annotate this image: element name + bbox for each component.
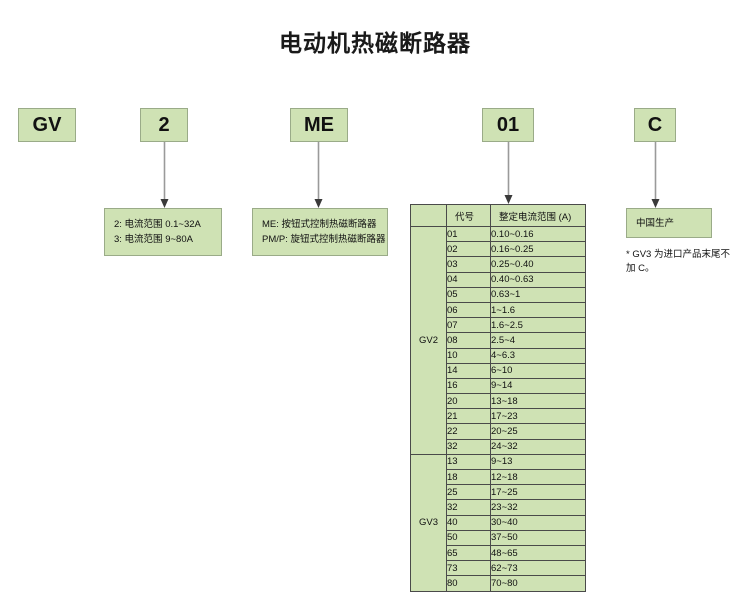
- code-box-origin-label: C: [647, 113, 663, 136]
- table-header-code: 代号: [446, 204, 491, 227]
- table-cell-group: GV2: [410, 226, 447, 455]
- table-cell-range: 37~50: [490, 529, 586, 546]
- note-origin-line-1: 中国生产: [636, 218, 675, 229]
- code-box-current-code-label: 01: [496, 113, 520, 136]
- origin-footnote: * GV3 为进口产品末尾不加 C。: [626, 249, 730, 274]
- table-header-group: [410, 204, 447, 227]
- table-cell-range: 13~18: [490, 393, 586, 410]
- code-box-control-type-label: ME: [304, 113, 334, 136]
- code-box-frame: 2: [140, 108, 188, 142]
- note-box-frame: 2: 电流范围 0.1~32A 3: 电流范围 9~80A: [104, 208, 222, 256]
- table-header-range: 整定电流范围 (A): [490, 204, 586, 227]
- table-cell-range: 12~18: [490, 468, 586, 486]
- table-cell-code: 08: [446, 332, 491, 349]
- table-cell-code: 16: [446, 377, 491, 395]
- page-title: 电动机热磁断路器: [279, 30, 471, 56]
- table-cell-code: 18: [446, 468, 491, 486]
- table-cell-code: 04: [446, 271, 491, 288]
- connector-arrow-frame: [160, 142, 169, 208]
- table-cell-code: 07: [446, 317, 491, 334]
- code-box-origin: C: [634, 108, 676, 142]
- table-cell-code: 05: [446, 286, 491, 303]
- note-control-type-line-2: PM/P: 旋钮式控制热磁断路器: [262, 234, 386, 245]
- table-cell-code: 03: [446, 256, 491, 273]
- note-frame-line-1: 2: 电流范围 0.1~32A: [114, 219, 201, 230]
- table-cell-range: 9~13: [490, 453, 586, 471]
- note-control-type-line-1: ME: 按钮式控制热磁断路器: [262, 219, 377, 230]
- table-cell-code: 25: [446, 484, 491, 501]
- table-cell-code: 80: [446, 575, 491, 592]
- code-box-control-type: ME: [290, 108, 348, 142]
- table-cell-code: 02: [446, 241, 491, 258]
- diagram-canvas: 电动机热磁断路器 GV 2 ME 01 C 2: 电流范围 0.1~32A 3:…: [18, 30, 730, 592]
- table-cell-range: 23~32: [490, 499, 586, 516]
- code-box-series-label: GV: [32, 113, 62, 136]
- table-cell-group: GV3: [410, 453, 447, 592]
- code-box-frame-label: 2: [158, 113, 170, 136]
- table-cell-code: 14: [446, 362, 491, 379]
- table-cell-code: 20: [446, 393, 491, 410]
- table-cell-range: 1.6~2.5: [490, 317, 586, 334]
- code-box-current-code: 01: [482, 108, 534, 142]
- code-box-series: GV: [18, 108, 76, 142]
- table-cell-code: 50: [446, 529, 491, 546]
- table-cell-range: 0.16~0.25: [490, 241, 586, 258]
- table-cell-range: 0.10~0.16: [490, 225, 586, 243]
- note-box-origin: 中国生产: [626, 208, 712, 238]
- table-cell-code: 40: [446, 514, 491, 531]
- table-cell-range: 0.40~0.63: [490, 271, 586, 288]
- table-cell-range: 24~32: [490, 438, 586, 455]
- table-cell-range: 6~10: [490, 362, 586, 379]
- table-cell-code: 32: [446, 438, 491, 455]
- table-cell-range: 9~14: [490, 377, 586, 395]
- table-cell-code: 32: [446, 499, 491, 516]
- table-cell-code: 22: [446, 423, 491, 440]
- table-cell-range: 20~25: [490, 423, 586, 440]
- table-cell-code: 10: [446, 347, 491, 364]
- table-cell-code: 13: [446, 453, 491, 471]
- table-cell-code: 65: [446, 544, 491, 562]
- table-header-row: 代号 整定电流范围 (A): [410, 204, 586, 227]
- table-cell-range: 0.63~1: [490, 286, 586, 303]
- connector-arrow-control-type: [314, 142, 323, 208]
- table-cell-code: 06: [446, 301, 491, 319]
- table-cell-range: 2.5~4: [490, 332, 586, 349]
- table-cell-range: 48~65: [490, 544, 586, 562]
- table-cell-code: 21: [446, 408, 491, 425]
- table-cell-range: 17~25: [490, 484, 586, 501]
- note-box-control-type: ME: 按钮式控制热磁断路器 PM/P: 旋钮式控制热磁断路器: [252, 208, 388, 256]
- table-header: 代号 整定电流范围 (A): [410, 204, 586, 227]
- table-cell-range: 0.25~0.40: [490, 256, 586, 273]
- table-cell-range: 30~40: [490, 514, 586, 531]
- table-cell-range: 62~73: [490, 560, 586, 577]
- table-cell-range: 17~23: [490, 408, 586, 425]
- table-cell-code: 01: [446, 225, 491, 243]
- table-cell-range: 1~1.6: [490, 301, 586, 319]
- table-cell-range: 4~6.3: [490, 347, 586, 364]
- table-cell-code: 73: [446, 560, 491, 577]
- table-cell-range: 70~80: [490, 575, 586, 592]
- connector-arrow-origin: [651, 142, 660, 208]
- connector-arrow-current-code: [504, 142, 513, 204]
- note-frame-line-2: 3: 电流范围 9~80A: [114, 234, 193, 245]
